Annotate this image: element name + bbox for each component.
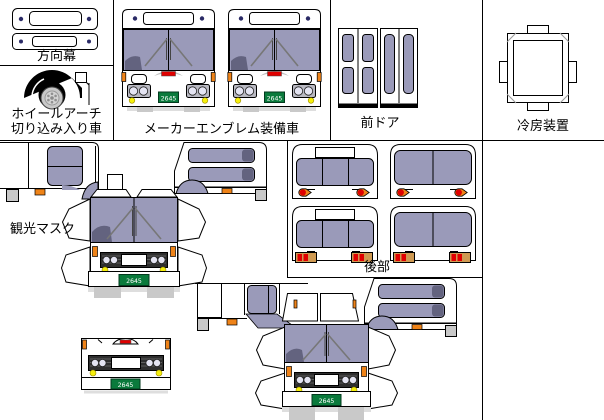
side-fragment-rear-bottom (364, 278, 457, 337)
label-destination-sign: 方向幕 (36, 49, 76, 64)
maker-emblem (119, 339, 132, 344)
label-wheel-arch-1: ホイールアーチ (11, 107, 102, 122)
glue-tab (255, 326, 286, 370)
headlight (145, 358, 154, 367)
roof-hatch-square (107, 174, 123, 190)
bumper-end (6, 189, 19, 202)
headlight (153, 358, 162, 367)
front-door-tall (380, 28, 418, 108)
headlight (349, 376, 358, 385)
ac-unit-drawing (499, 25, 577, 111)
front-fascia-piece: 2645 (81, 337, 171, 394)
glue-tab (60, 246, 91, 287)
headlight (102, 256, 111, 265)
wipers (302, 333, 351, 361)
glue-tab (367, 372, 399, 410)
side-marker (286, 366, 292, 377)
side-marker (82, 339, 87, 350)
side-fragment-front-door (195, 283, 308, 331)
glue-tab (367, 326, 397, 370)
headlight (296, 376, 305, 385)
front-door-folding (338, 28, 378, 108)
label-ac-unit: 冷房装置 (516, 119, 569, 134)
license-plate (118, 274, 150, 286)
side-marker (361, 366, 367, 377)
headlight (150, 256, 159, 265)
license-plate-text: 2645 (118, 381, 134, 389)
front-mask-unfolded-2: 2645 (254, 293, 399, 420)
license-plate (110, 378, 141, 390)
license-plate-text: 2645 (319, 397, 335, 405)
bus-front-emblem-2 (227, 8, 323, 113)
label-tour-mask: 観光マスク (10, 222, 76, 237)
headlight (303, 376, 312, 385)
headlight (90, 358, 99, 367)
glue-tab (254, 372, 286, 410)
label-wheel-arch-2: 切り込み入り車 (10, 122, 102, 137)
side-marker (92, 246, 98, 257)
label-rear: 後部 (363, 260, 390, 275)
wipers (106, 207, 162, 240)
license-plate (311, 394, 342, 406)
destination-sign-large (12, 8, 98, 30)
side-marker (170, 246, 176, 257)
headlight (98, 358, 107, 367)
license-plate-text: 2645 (126, 277, 142, 285)
bus-front-emblem-1 (121, 8, 216, 113)
glue-tab (177, 246, 208, 287)
side-fragment-rear-left (0, 142, 99, 202)
side-marker (226, 318, 238, 326)
label-maker-emblem: メーカーエンブレム装備車 (143, 122, 300, 137)
destination-sign-small (12, 33, 98, 50)
headlight (341, 376, 350, 385)
glue-tab (177, 198, 207, 242)
door-window (247, 285, 277, 314)
tour-mask-unfolded: 2645 (60, 189, 208, 298)
side-marker (34, 188, 46, 196)
side-fragment-rear-top (174, 142, 267, 201)
headlight (157, 256, 166, 265)
side-marker (165, 339, 170, 350)
label-front-door: 前ドア (360, 116, 400, 131)
wheel-arch-drawing (24, 70, 90, 110)
headlight (110, 256, 119, 265)
bumper-end (197, 318, 209, 331)
